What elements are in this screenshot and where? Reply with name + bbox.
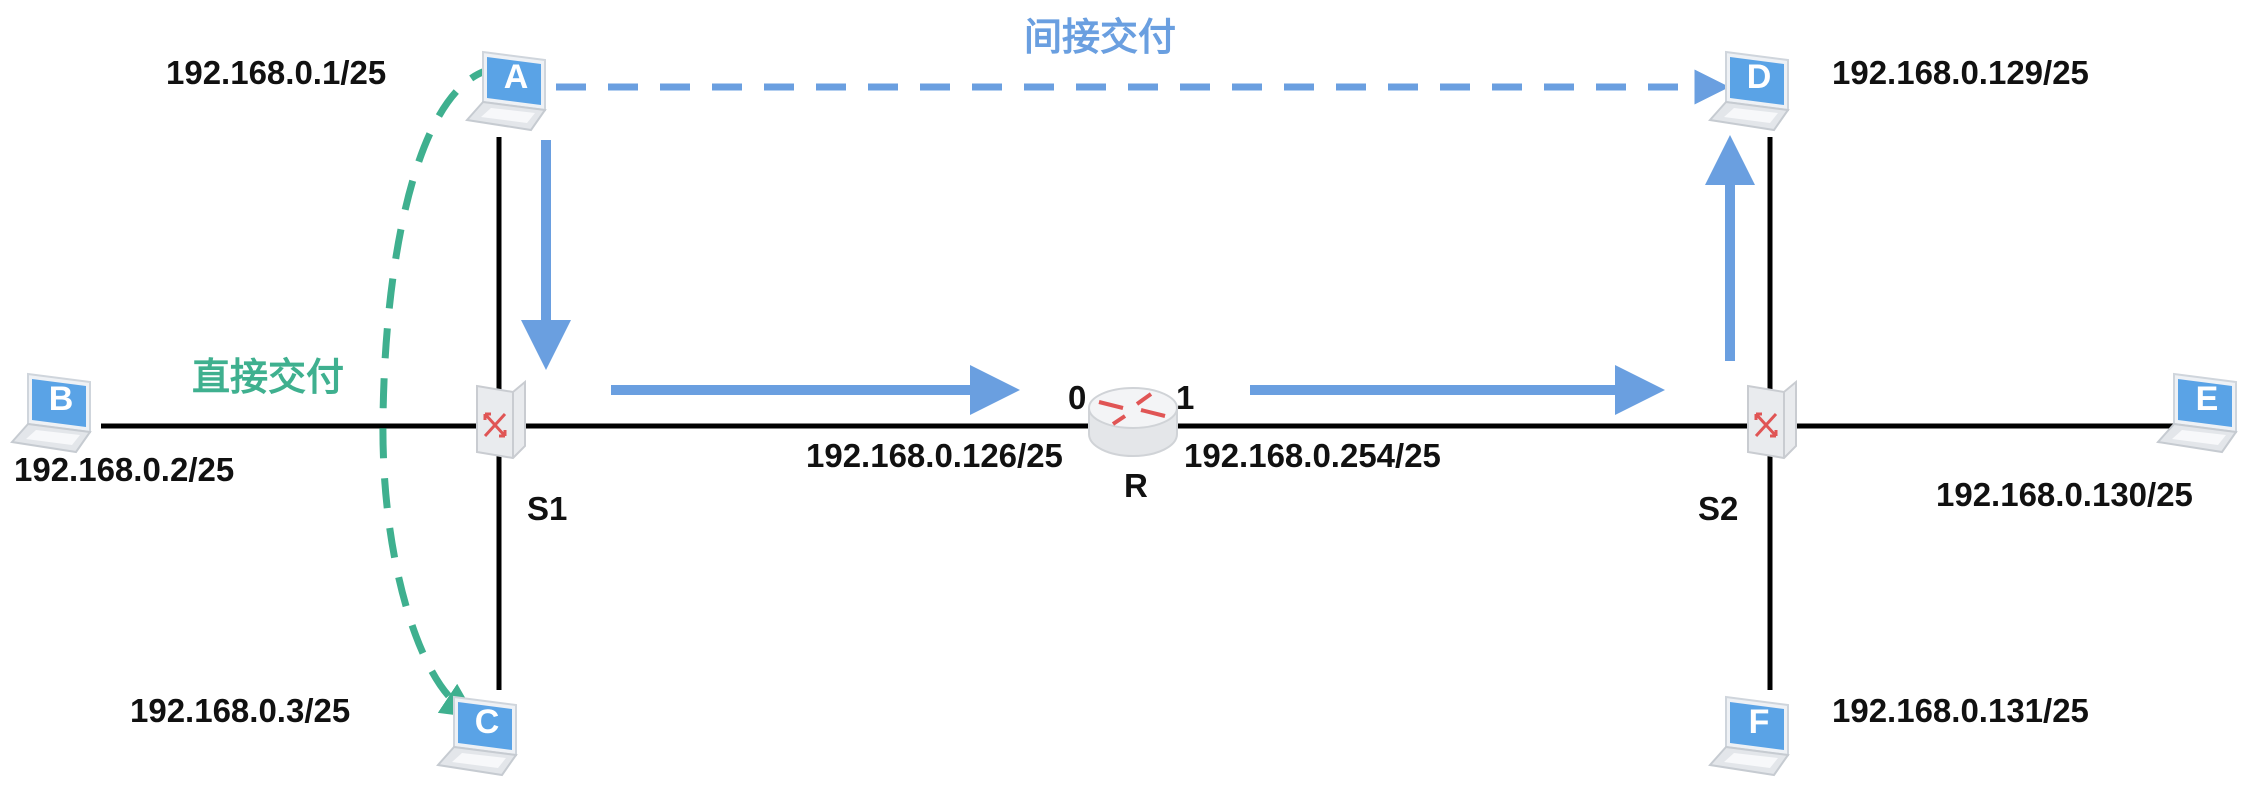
laptop-c[interactable]: C: [437, 696, 517, 776]
laptop-d[interactable]: D: [1709, 51, 1789, 131]
switch-label-s1: S1: [527, 490, 567, 527]
host-letter: E: [2196, 380, 2219, 418]
ip-label-f: 192.168.0.131/25: [1832, 692, 2089, 729]
host-letter: A: [504, 58, 529, 96]
router-label: R: [1124, 467, 1148, 504]
host-letter: D: [1747, 58, 1772, 96]
indirect-delivery-path: [521, 69, 1755, 415]
laptop-b[interactable]: B: [11, 373, 91, 453]
host-letter: C: [475, 703, 500, 741]
host-letter: F: [1749, 703, 1770, 741]
ip-label-b: 192.168.0.2/25: [14, 451, 234, 488]
indirect-delivery-label: 间接交付: [1024, 15, 1176, 59]
laptop-f[interactable]: F: [1709, 696, 1789, 776]
ip-label-d: 192.168.0.129/25: [1832, 54, 2089, 91]
router-r[interactable]: [1088, 387, 1178, 457]
router-ip-1: 192.168.0.254/25: [1184, 437, 1441, 474]
ip-label-e: 192.168.0.130/25: [1936, 476, 2193, 513]
direct-delivery-path: [379, 64, 500, 718]
switch-s1[interactable]: [475, 380, 527, 460]
ip-label-c: 192.168.0.3/25: [130, 692, 350, 729]
router-ip-0: 192.168.0.126/25: [806, 437, 1063, 474]
laptop-a[interactable]: A: [466, 51, 546, 131]
router-port-0: 0: [1068, 379, 1086, 416]
direct-delivery-label: 直接交付: [192, 355, 344, 399]
switch-label-s2: S2: [1698, 490, 1738, 527]
ip-label-a: 192.168.0.1/25: [166, 54, 386, 91]
switch-s2[interactable]: [1746, 380, 1798, 460]
router-port-1: 1: [1176, 379, 1194, 416]
laptop-e[interactable]: E: [2157, 373, 2237, 453]
host-letter: B: [49, 380, 74, 418]
